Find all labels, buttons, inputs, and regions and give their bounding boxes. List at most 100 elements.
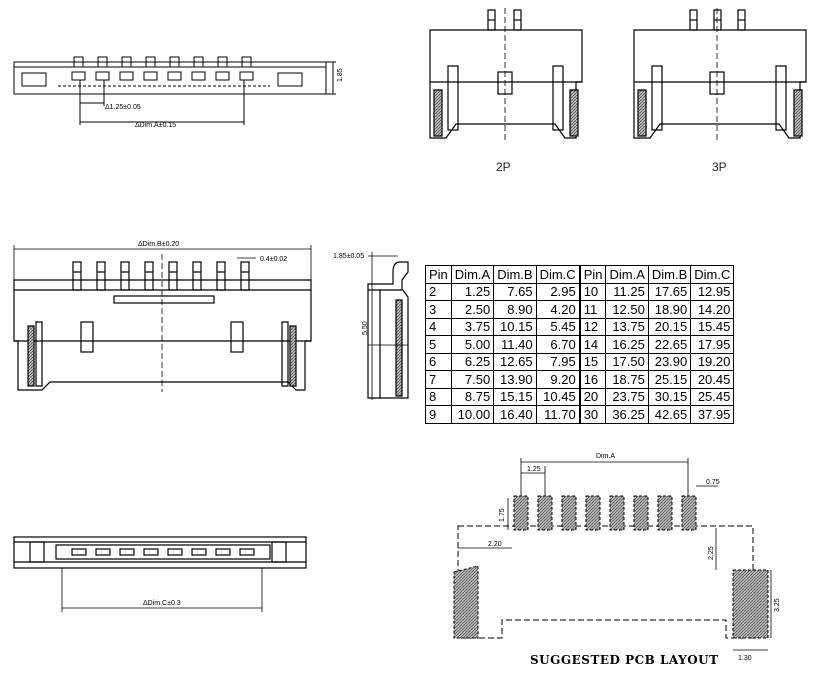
table-cell: 13.90 [493, 370, 537, 389]
table-cell: 17.95 [690, 335, 735, 354]
variant-3p-label: 3P [712, 160, 727, 174]
table-cell: 30.15 [647, 387, 692, 406]
pcb-tab-height-label: 3.25 [774, 598, 781, 612]
table-cell: 15.45 [690, 317, 735, 336]
table-header-cell: Dim.B [493, 265, 537, 284]
table-cell: 23.90 [647, 352, 692, 371]
table-cell: 37.95 [690, 405, 735, 424]
top-pitch-label: Δ1.25±0.05 [105, 104, 141, 111]
table-header-cell: Pin [425, 265, 452, 284]
table-cell: 5 [425, 335, 452, 354]
pcb-pad [513, 495, 529, 531]
table-cell: 7 [425, 370, 452, 389]
table-cell: 30 [578, 405, 607, 424]
bottom-pin [191, 548, 207, 556]
table-cell: 23.75 [605, 387, 649, 406]
connector-2p-view [429, 8, 583, 140]
pcb-pad [681, 495, 697, 531]
table-cell: 16 [578, 370, 607, 389]
table-cell: 11 [578, 300, 607, 319]
table-cell: 6.25 [450, 352, 495, 371]
table-cell: 7.95 [535, 352, 581, 371]
top-view [13, 56, 336, 125]
table-cell: 25.45 [690, 387, 735, 406]
table-header-cell: Dim.C [535, 265, 581, 284]
pcb-offset-label: 2.20 [488, 541, 502, 548]
front-pin [144, 261, 154, 291]
side-top-label: 1.85±0.05 [333, 253, 364, 260]
table-cell: 4 [425, 317, 452, 336]
front-pin [120, 261, 130, 291]
top-pin [121, 56, 132, 68]
table-cell: 2.50 [450, 300, 495, 319]
table-cell: 10.45 [535, 387, 581, 406]
pcb-spacing-label: 2.25 [708, 546, 715, 560]
connector-3p-view [633, 8, 807, 140]
table-cell: 17.65 [647, 282, 692, 301]
top-height-label: 1.85 [337, 68, 344, 82]
table-cell: 15 [578, 352, 607, 371]
table-header-cell: Dim.A [450, 265, 495, 284]
table-cell: 11.70 [535, 405, 581, 424]
pcb-pitch-label: 1.25 [527, 466, 541, 473]
front-pin [168, 261, 178, 291]
table-cell: 1.25 [450, 282, 495, 301]
bottom-pin [143, 548, 159, 556]
table-cell: 8.75 [450, 387, 495, 406]
table-cell: 20.45 [690, 370, 735, 389]
top-pin [97, 56, 108, 68]
top-pin-pad [239, 71, 254, 81]
table-cell: 6.70 [535, 335, 581, 354]
table-cell: 8 [425, 387, 452, 406]
table-cell: 15.15 [493, 387, 537, 406]
pcb-pad [585, 495, 601, 531]
pcb-pad-length-label: 1.75 [499, 508, 506, 522]
table-cell: 13.75 [605, 317, 649, 336]
table-cell: 4.20 [535, 300, 581, 319]
top-pin [169, 56, 180, 68]
pcb-pad-width-label: 0.75 [706, 479, 720, 486]
top-pin [193, 56, 204, 68]
table-cell: 7.50 [450, 370, 495, 389]
pcb-layout-title: SUGGESTED PCB LAYOUT [530, 653, 719, 667]
top-pin [73, 56, 84, 68]
variant-2p-label: 2P [496, 160, 511, 174]
table-cell: 11.40 [493, 335, 537, 354]
table-cell: 20.15 [647, 317, 692, 336]
bottom-view [13, 536, 307, 612]
top-pin-pad [167, 71, 182, 81]
table-cell: 16.25 [605, 335, 649, 354]
table-cell: 16.40 [493, 405, 537, 424]
pcb-pad [657, 495, 673, 531]
bottom-pin [239, 548, 255, 556]
top-dim-a-label: ΔDim.A±0.15 [135, 122, 176, 129]
table-cell: 2.95 [535, 282, 581, 301]
pcb-pad [609, 495, 625, 531]
front-pin [192, 261, 202, 291]
top-pin-pad [119, 71, 134, 81]
table-cell: 9.20 [535, 370, 581, 389]
bottom-pin [119, 548, 135, 556]
front-pin [240, 261, 250, 291]
bottom-dim-c-label: ΔDim.C±0.3 [143, 600, 181, 607]
bottom-pin [215, 548, 231, 556]
table-header-cell: Dim.C [690, 265, 735, 284]
table-cell: 3.75 [450, 317, 495, 336]
top-pin [145, 56, 156, 68]
top-pin [217, 56, 228, 68]
table-cell: 10 [578, 282, 607, 301]
table-cell: 42.65 [647, 405, 692, 424]
bottom-pin [167, 548, 183, 556]
table-cell: 17.50 [605, 352, 649, 371]
table-cell: 3 [425, 300, 452, 319]
table-header-cell: Dim.B [647, 265, 692, 284]
